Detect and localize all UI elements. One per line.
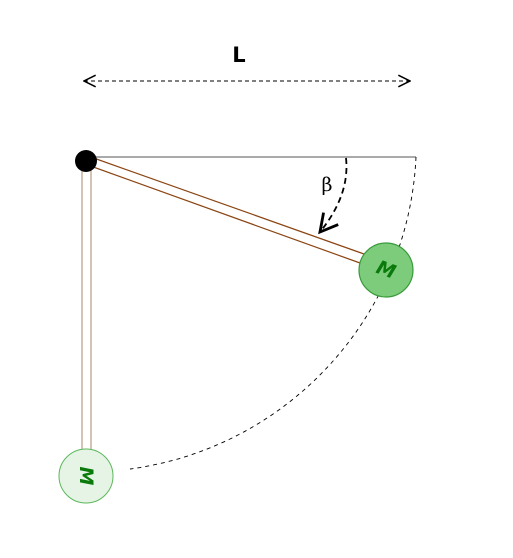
swing-arc-path (129, 156, 417, 470)
hanging-mass-label: M (75, 467, 97, 486)
swung-mass (358, 242, 414, 298)
angle-arrow (318, 157, 348, 235)
length-label: L (232, 43, 245, 67)
pivot-icon (75, 150, 97, 172)
swung-rod-bottom (84, 163, 361, 264)
swung-rod-top (87, 155, 365, 255)
angle-label: β (322, 174, 333, 196)
hanging-mass (58, 448, 114, 504)
